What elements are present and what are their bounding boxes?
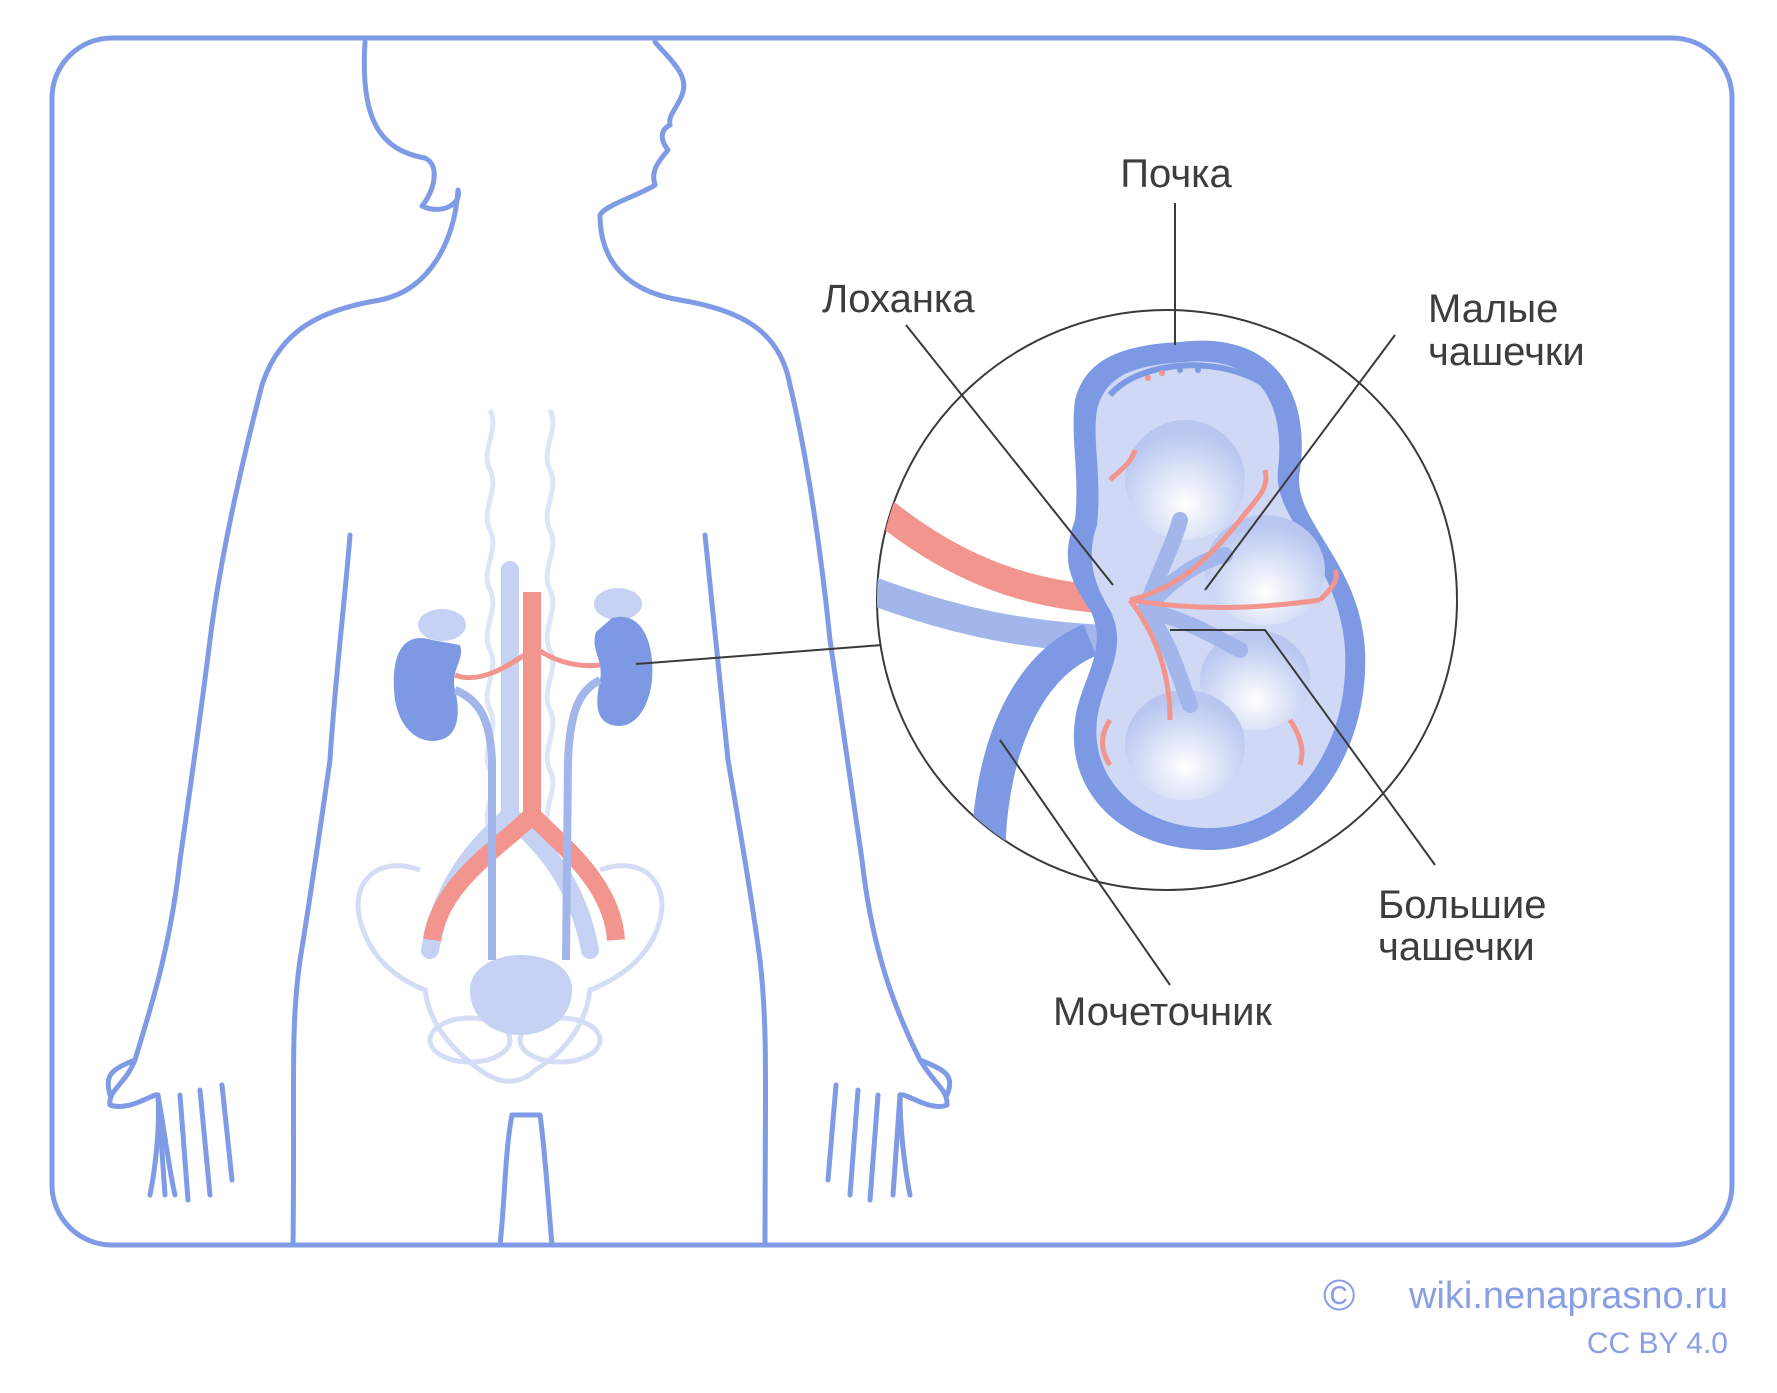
label-minor-calyces-line2: чашечки [1428,330,1585,374]
label-major-calyces-line1: Большие [1378,883,1546,927]
leader-lines [905,203,1436,986]
credit-license: CC BY 4.0 [1587,1327,1728,1360]
leader-minor-calyces [1204,334,1396,591]
label-minor-calyces-line1: Малые [1428,287,1558,331]
label-major-calyces-line2: чашечки [1378,925,1535,969]
leader-pelvis [905,324,1114,586]
spine [484,408,556,832]
leader-ureter [999,739,1171,986]
credit-site: wiki.nenaprasno.ru [1408,1275,1728,1317]
body-kidneys [393,588,653,961]
body-silhouette [105,39,953,1248]
great-vessels [421,561,625,959]
frame-border [49,35,1735,1248]
kidney-cross-section [877,340,1366,890]
label-ureter: Мочеточник [1053,990,1272,1034]
credit-copyright-symbol: © [1323,1271,1355,1320]
bladder [470,955,572,1035]
leader-major-calyces [1170,629,1436,866]
zoom-connector [635,644,883,665]
label-kidney: Почка [1120,152,1232,196]
label-pelvis: Лоханка [822,277,975,321]
